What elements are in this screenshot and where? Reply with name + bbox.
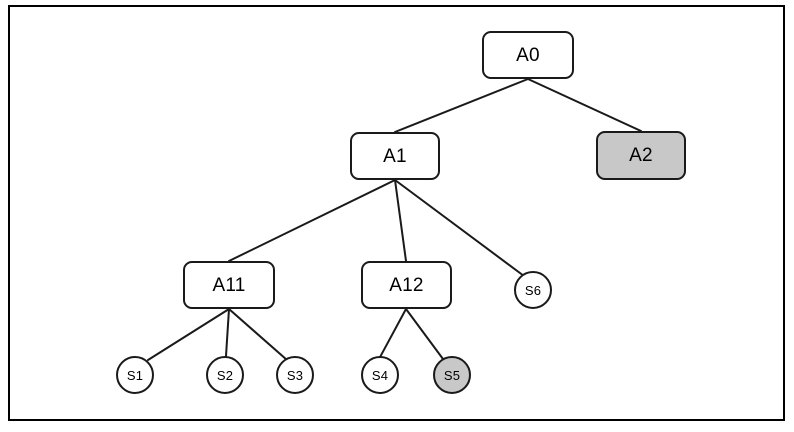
node-a12[interactable]: A12	[361, 261, 452, 309]
edge-a1-s6	[394, 179, 525, 277]
node-label-a1: A1	[383, 145, 407, 167]
node-s5[interactable]: S5	[433, 356, 471, 394]
node-a0[interactable]: A0	[482, 31, 574, 79]
node-label-s2: S2	[216, 367, 234, 383]
node-a1[interactable]: A1	[350, 132, 440, 180]
node-label-a0: A0	[516, 44, 540, 66]
edge-a1-a12	[394, 179, 407, 262]
node-label-s1: S1	[126, 367, 144, 383]
edge-a1-a11	[228, 179, 396, 262]
node-label-s6: S6	[524, 282, 542, 298]
edge-a12-s4	[378, 308, 407, 360]
edge-a0-a1	[394, 78, 529, 133]
node-s4[interactable]: S4	[361, 356, 399, 394]
edge-a11-s1	[147, 308, 230, 361]
node-label-s4: S4	[371, 367, 389, 383]
node-s6[interactable]: S6	[514, 271, 552, 309]
node-label-a12: A12	[389, 274, 424, 296]
node-s3[interactable]: S3	[276, 356, 314, 394]
node-label-s5: S5	[443, 367, 461, 383]
edge-a11-s3	[228, 308, 288, 361]
node-s1[interactable]: S1	[116, 356, 154, 394]
node-label-s3: S3	[286, 367, 304, 383]
edge-a0-a2	[527, 78, 642, 132]
edge-a11-s2	[225, 308, 230, 357]
node-label-a2: A2	[629, 145, 653, 166]
node-label-a11: A11	[212, 274, 246, 296]
node-a2[interactable]: A2	[596, 131, 686, 180]
diagram-frame	[8, 5, 785, 421]
node-s2[interactable]: S2	[206, 356, 244, 394]
node-a11[interactable]: A11	[183, 261, 275, 309]
edge-a12-s5	[405, 308, 444, 360]
